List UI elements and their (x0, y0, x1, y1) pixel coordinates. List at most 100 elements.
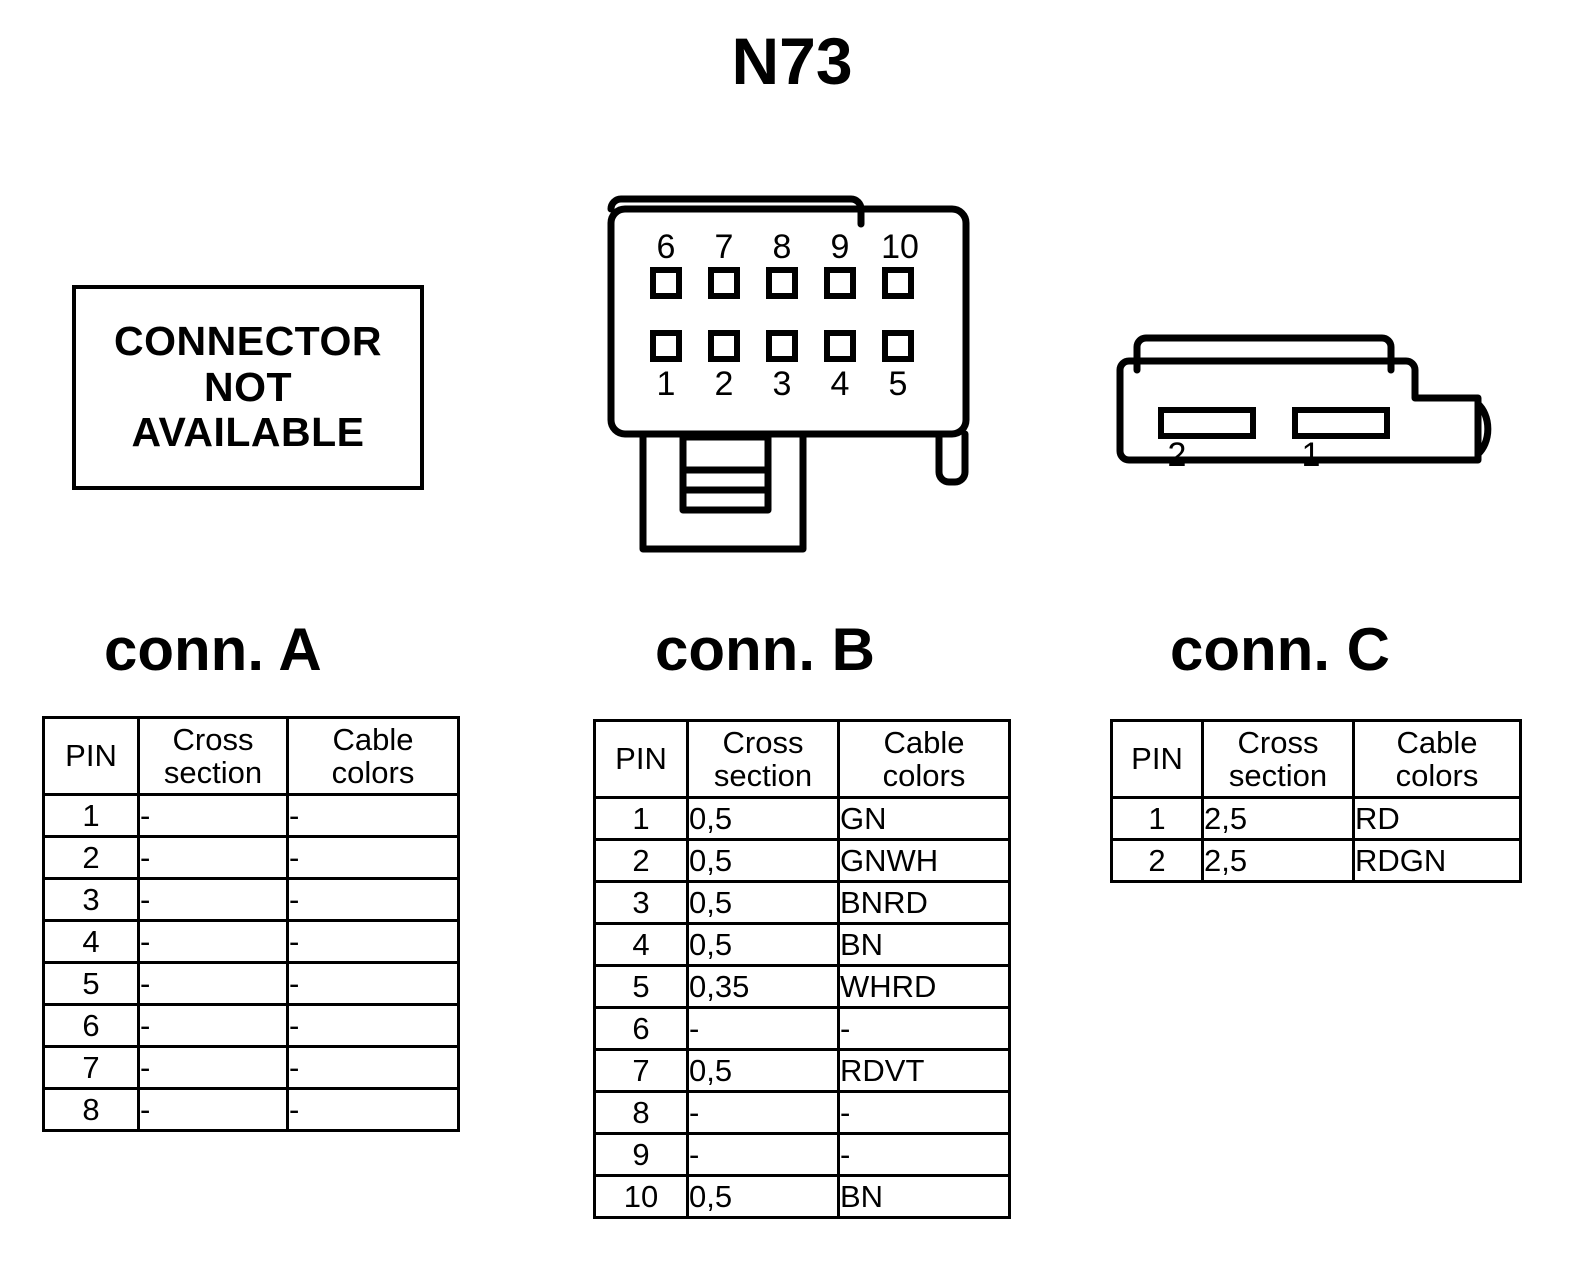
pin-label-5: 5 (889, 365, 908, 403)
cell-cable-colors: - (286, 919, 460, 964)
table-row: 1-- (42, 793, 460, 838)
cell-cross-section: - (137, 835, 289, 880)
pin-label-3: 3 (773, 365, 792, 403)
table-row: 6-- (593, 1006, 1011, 1051)
header-cable-colors: Cable colors (837, 719, 1011, 799)
cell-cable-colors: - (286, 793, 460, 838)
pin-square-9 (824, 267, 856, 299)
cell-pin: 1 (1110, 796, 1204, 841)
pin-label-4: 4 (831, 365, 850, 403)
cell-pin: 2 (593, 838, 689, 883)
table-row: 2-- (42, 835, 460, 880)
cell-pin: 10 (593, 1174, 689, 1219)
connector-b-right-tab (935, 430, 969, 486)
cell-cross-section: - (137, 1003, 289, 1048)
pin-label-6: 6 (657, 228, 676, 266)
cell-cable-colors: - (286, 835, 460, 880)
connector-b-diagram: 6 7 8 9 10 1 2 3 4 5 (607, 195, 970, 553)
table-header-row: PIN Cross section Cable colors (593, 719, 1011, 799)
header-color-line1: Cable (883, 724, 965, 760)
cell-cross-section: - (137, 1045, 289, 1090)
pin-square-6 (650, 267, 682, 299)
connector-c-slots (1158, 407, 1390, 439)
header-cross-section: Cross section (686, 719, 840, 799)
connector-c-slot-label-1: 1 (1302, 436, 1321, 474)
cell-cross-section: - (686, 1132, 840, 1177)
header-cable-colors: Cable colors (286, 716, 460, 796)
pin-label-8: 8 (773, 228, 792, 266)
cell-pin: 5 (593, 964, 689, 1009)
cell-cross-section: - (137, 793, 289, 838)
cell-pin: 2 (1110, 838, 1204, 883)
cell-cable-colors: GN (837, 796, 1011, 841)
connector-b-bottom-stem (639, 430, 807, 553)
connector-b-body (607, 205, 970, 438)
header-cross-line2: section (713, 758, 813, 793)
table-row: 3-- (42, 877, 460, 922)
cell-cable-colors: - (286, 1087, 460, 1132)
header-pin: PIN (593, 719, 689, 799)
cell-cable-colors: GNWH (837, 838, 1011, 883)
cell-cable-colors: - (837, 1090, 1011, 1135)
table-row: 7-- (42, 1045, 460, 1090)
table-row: 8-- (593, 1090, 1011, 1135)
cell-pin: 7 (42, 1045, 140, 1090)
pin-square-7 (708, 267, 740, 299)
header-cable-colors: Cable colors (1352, 719, 1522, 799)
cell-cable-colors: WHRD (837, 964, 1011, 1009)
table-row: 4-- (42, 919, 460, 964)
header-cross-section: Cross section (137, 716, 289, 796)
cell-cross-section: 0,5 (686, 838, 840, 883)
cell-cable-colors: RDGN (1352, 838, 1522, 883)
cell-cable-colors: - (286, 1045, 460, 1090)
slot-pin-1 (1292, 407, 1390, 439)
pin-square-10 (882, 267, 914, 299)
cell-pin: 6 (593, 1006, 689, 1051)
pin-label-9: 9 (831, 228, 850, 266)
page-title: N73 (731, 24, 853, 98)
slot-pin-2 (1158, 407, 1256, 439)
cell-pin: 9 (593, 1132, 689, 1177)
connector-c-right-bump (1474, 400, 1492, 458)
header-cross-line1: Cross (1237, 724, 1319, 760)
cell-cross-section: 2,5 (1201, 796, 1355, 841)
cell-cable-colors: BN (837, 1174, 1011, 1219)
cna-line-2: NOT (203, 363, 293, 410)
header-cross-line2: section (163, 755, 263, 790)
header-color-line1: Cable (1396, 724, 1478, 760)
cell-pin: 4 (593, 922, 689, 967)
cna-line-3: AVAILABLE (131, 409, 365, 456)
connector-not-available-box: CONNECTOR NOT AVAILABLE (72, 285, 424, 490)
table-row: 9-- (593, 1132, 1011, 1177)
header-color-line2: colors (882, 758, 966, 793)
cell-pin: 1 (42, 793, 140, 838)
header-cross-line1: Cross (172, 721, 254, 757)
header-color-line1: Cable (332, 721, 414, 757)
table-header-row: PIN Cross section Cable colors (42, 716, 460, 796)
cell-cross-section: - (686, 1090, 840, 1135)
pin-label-1: 1 (657, 365, 676, 403)
conn-c-heading: conn. C (1170, 616, 1390, 683)
pin-square-1 (650, 330, 682, 362)
table-row: 6-- (42, 1003, 460, 1048)
header-cross-section: Cross section (1201, 719, 1355, 799)
cell-cable-colors: - (837, 1132, 1011, 1177)
cell-pin: 3 (42, 877, 140, 922)
pin-square-4 (824, 330, 856, 362)
pin-square-5 (882, 330, 914, 362)
connector-c-body (1116, 357, 1482, 464)
cell-cable-colors: BNRD (837, 880, 1011, 925)
connector-c-diagram: 2 1 (1116, 334, 1492, 474)
cell-cable-colors: RD (1352, 796, 1522, 841)
connector-b-pin-squares (650, 267, 914, 362)
cell-cross-section: 0,5 (686, 1174, 840, 1219)
